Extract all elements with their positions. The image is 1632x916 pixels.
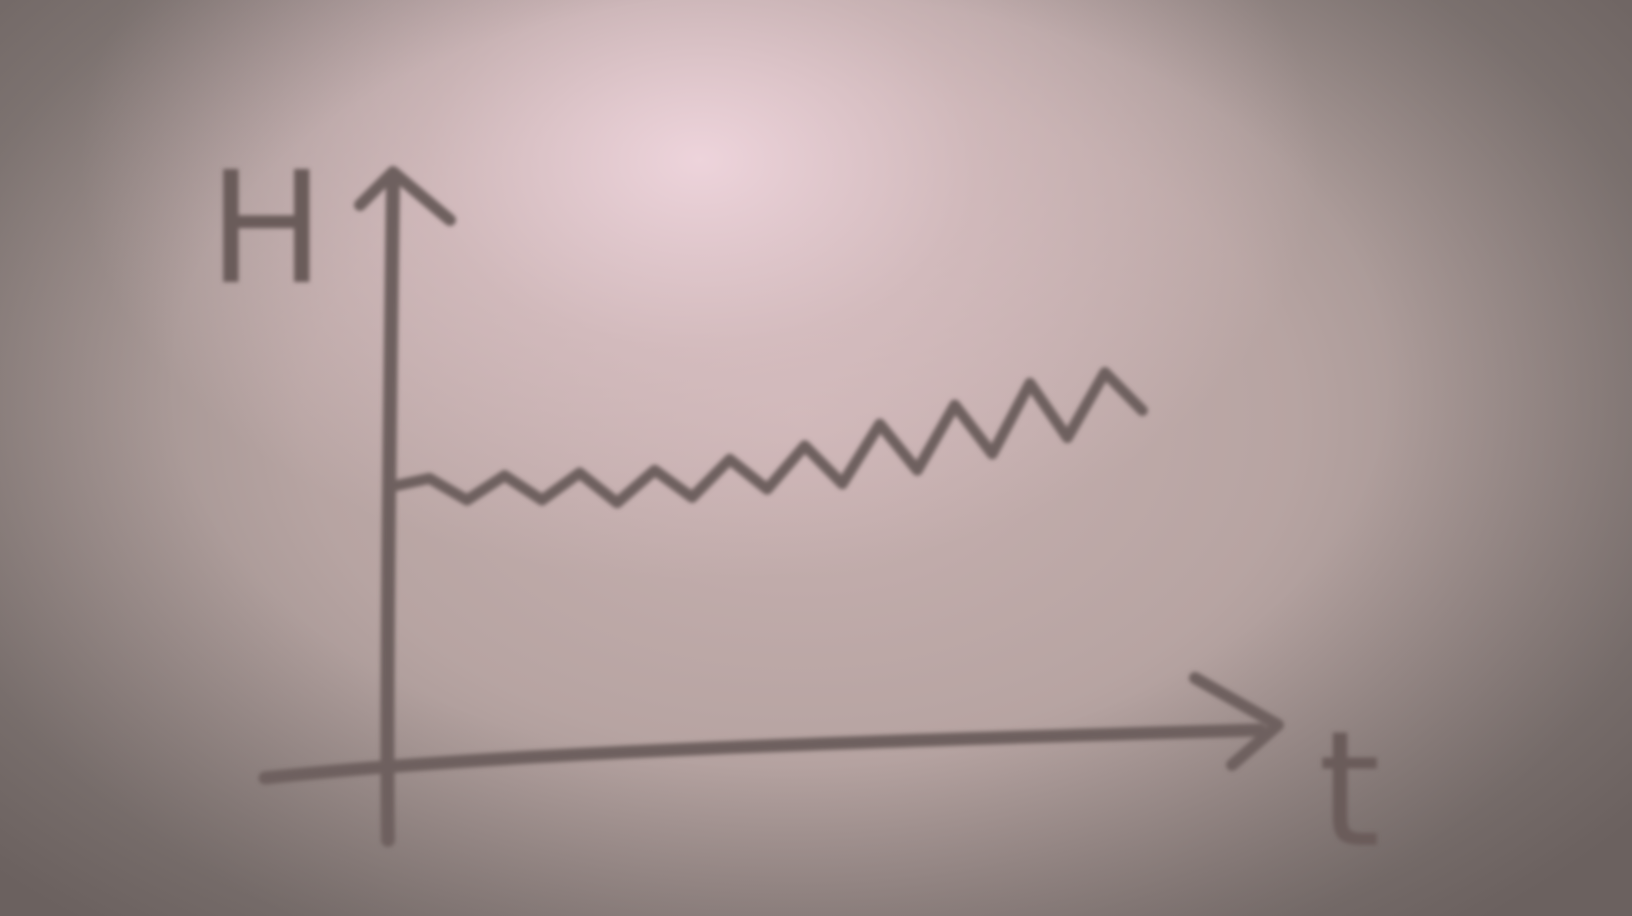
x-axis-label: t: [1318, 696, 1381, 883]
y-axis-arrowhead: [354, 166, 456, 226]
x-axis-line: [258, 723, 1267, 785]
y-axis-line: [380, 175, 400, 847]
y-axis-label: H: [208, 138, 325, 319]
series-line: [386, 367, 1148, 509]
x-axis-arrowhead: [1189, 672, 1284, 771]
